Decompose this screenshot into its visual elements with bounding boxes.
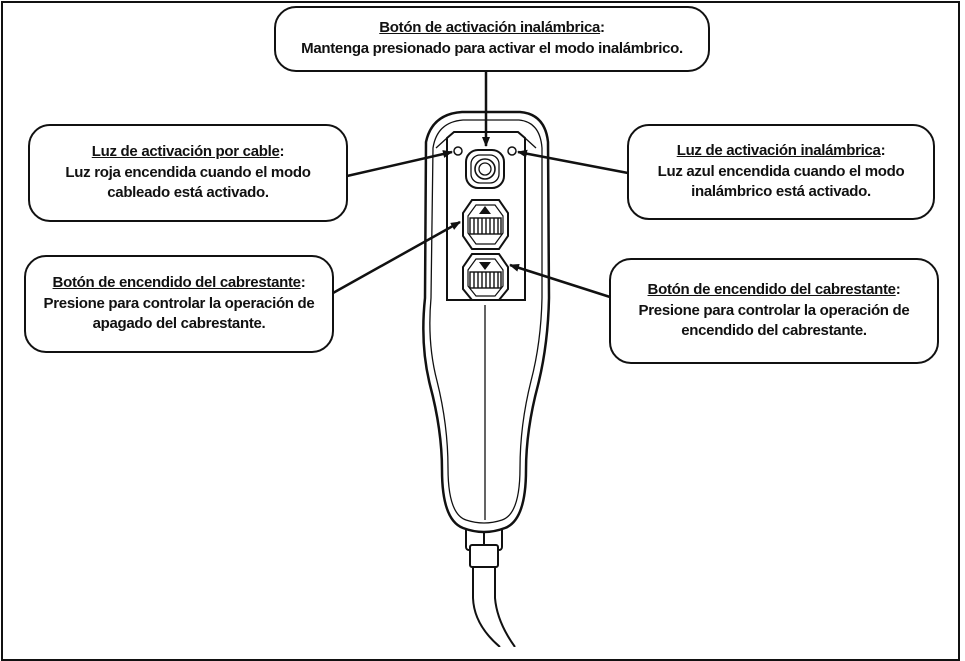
callout-wired-light: Luz de activación por cable: Luz roja en… [28,124,348,222]
callout-title: Luz de activación por cable [91,142,280,160]
callout-winch-off-button: Botón de encendido del cabrestante: Pres… [24,255,334,353]
remote-faceplate [435,131,537,301]
arrow-upper-right [517,149,629,175]
wired-light-indicator [453,146,463,156]
winch-on-button [462,253,509,301]
arrow-upper-left [346,150,453,178]
callout-body: Mantenga presionado para activar el modo… [301,40,683,57]
callout-body: Luz roja encendida cuando el modo cablea… [65,163,311,202]
remote-body [422,110,551,534]
callout-wireless-light: Luz de activación inalámbrica: Luz azul … [627,124,935,220]
callout-title: Luz de activación inalámbrica [676,141,881,159]
callout-body: Presione para controlar la operación de … [638,301,910,340]
up-button-grip [469,217,502,235]
remote-diagram [332,72,629,647]
callout-winch-on-button: Botón de encendido del cabrestante: Pres… [609,258,939,364]
wireless-activation-button [465,149,505,189]
callout-title: Botón de encendido del cabrestante [52,273,301,291]
down-button-grip [469,271,502,289]
callout-body: Luz azul encendida cuando el modo inalám… [657,162,905,201]
callout-wireless-activation-button: Botón de activación inalámbrica: Manteng… [274,6,710,72]
winch-off-button [462,199,509,250]
callout-body: Presione para controlar la operación de … [43,294,315,333]
remote-inner-outline [429,119,543,524]
arrow-lower-right [509,263,611,299]
callout-title: Botón de activación inalámbrica [379,19,601,37]
remote-cable [472,548,516,647]
arrow-lower-left [332,220,461,295]
callout-title: Botón de encendido del cabrestante [647,280,896,298]
wireless-light-indicator [507,146,517,156]
